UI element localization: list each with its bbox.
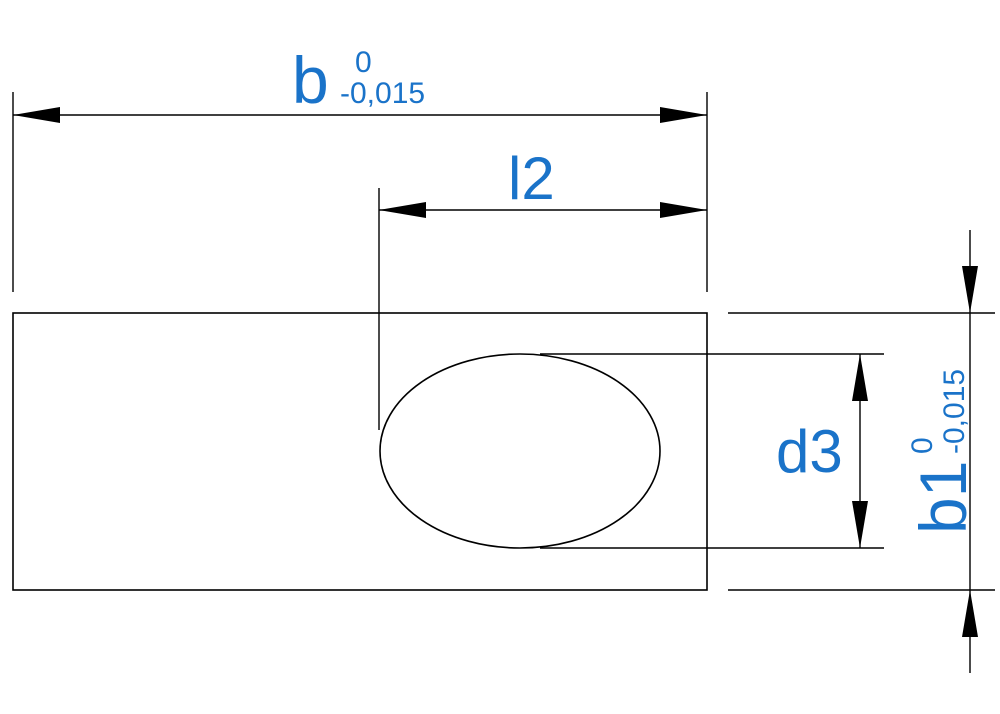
arrowhead-b1-bottom bbox=[962, 590, 978, 637]
dimension-b1: b1 0 -0,015 bbox=[728, 230, 995, 673]
dimension-label-d3: d3 bbox=[776, 418, 843, 485]
tolerance-lower-b: -0,015 bbox=[340, 77, 425, 110]
arrowhead-d3-top bbox=[852, 354, 868, 401]
part-outline bbox=[12, 312, 708, 591]
arrowhead-b-right bbox=[660, 107, 707, 123]
arrowhead-b-left bbox=[13, 107, 60, 123]
tolerance-upper-b: 0 bbox=[355, 46, 372, 79]
dimension-d3: d3 bbox=[540, 353, 884, 549]
dimension-b: b 0 -0,015 bbox=[12, 43, 708, 292]
arrowhead-l2-right bbox=[660, 202, 707, 218]
dimension-l2: l2 bbox=[378, 145, 707, 430]
hole-ellipse bbox=[379, 353, 661, 549]
dimension-label-b: b bbox=[292, 43, 329, 117]
arrowhead-d3-bottom bbox=[852, 501, 868, 548]
tolerance-lower-b1: -0,015 bbox=[938, 369, 971, 454]
dimension-label-b1: b1 bbox=[906, 461, 980, 534]
arrowhead-l2-left bbox=[379, 202, 426, 218]
tolerance-upper-b1: 0 bbox=[906, 437, 939, 454]
dimension-label-b1-group: b1 0 -0,015 bbox=[906, 369, 980, 534]
arrowhead-b1-top bbox=[962, 266, 978, 313]
dimension-label-l2: l2 bbox=[508, 145, 555, 212]
